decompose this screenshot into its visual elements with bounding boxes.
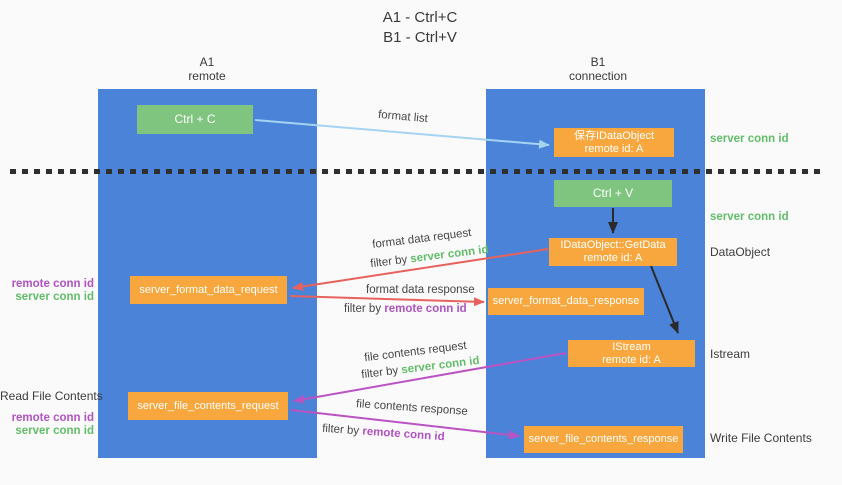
server-conn-id-label: server conn id: [15, 291, 94, 303]
lane-header-a1: A1 remote: [137, 55, 277, 83]
left-conn-id-pair-file: remote conn id server conn id: [0, 412, 94, 438]
node-ctrl-c-label: Ctrl + C: [174, 112, 216, 126]
node-server-format-data-response: server_format_data_response: [488, 288, 644, 315]
node-istream-line2: remote id: A: [602, 353, 661, 366]
read-file-contents-label: Read File Contents: [0, 389, 103, 403]
node-save-idataobject-line2: remote id: A: [584, 142, 644, 155]
node-save-idataobject-line1: 保存IDataObject: [573, 129, 655, 142]
filter-by-text: filter by: [360, 364, 403, 382]
node-idataobject-getdata-line1: IDataObject::GetData: [560, 239, 666, 251]
node-istream-line1: IStream: [612, 340, 651, 353]
label-file-contents-response: file contents response: [355, 398, 469, 418]
node-idataobject-getdata: IDataObject::GetData remote id: A: [549, 238, 677, 266]
node-server-file-contents-request: server_file_contents_request: [128, 392, 288, 420]
remote-conn-id-label: remote conn id: [11, 412, 94, 424]
remote-conn-id-text: remote conn id: [361, 425, 445, 444]
server-conn-id-label-mid: server conn id: [710, 211, 789, 223]
label-filter-by-remote-2: filter by remote conn id: [322, 423, 445, 444]
label-format-data-response: format data response: [366, 284, 475, 296]
server-conn-id-label: server conn id: [15, 425, 94, 437]
node-server-format-data-request-label: server_format_data_request: [139, 283, 278, 296]
write-file-contents-label: Write File Contents: [710, 431, 812, 445]
remote-conn-id-label: remote conn id: [11, 278, 94, 290]
left-conn-id-pair-format: remote conn id server conn id: [0, 278, 94, 304]
node-istream: IStream remote id: A: [568, 340, 695, 367]
istream-label: Istream: [710, 347, 751, 361]
node-server-format-data-response-label: server_format_data_response: [492, 295, 640, 307]
label-filter-by-remote-1: filter by remote conn id: [344, 303, 467, 315]
remote-conn-id-text: remote conn id: [384, 303, 467, 315]
diagram-title-line1: A1 - Ctrl+C: [382, 9, 458, 26]
label-format-list: format list: [377, 108, 429, 126]
node-save-idataobject: 保存IDataObject remote id: A: [554, 128, 674, 157]
diagram-title-line2: B1 - Ctrl+V: [383, 29, 457, 46]
session-divider: [10, 169, 822, 174]
lane-header-b1: B1 connection: [528, 55, 668, 83]
lane-a1-role: remote: [188, 69, 226, 83]
lane-a1-name: A1: [199, 55, 215, 69]
node-ctrl-v: Ctrl + V: [554, 180, 672, 207]
server-conn-id-label-top: server conn id: [710, 133, 789, 145]
server-conn-id-text: server conn id: [409, 243, 490, 266]
node-server-file-contents-request-label: server_file_contents_request: [137, 399, 279, 412]
lane-b1-name: B1: [590, 55, 606, 69]
arrow-format-data-response: [289, 295, 485, 307]
filter-by-text: filter by: [369, 253, 412, 271]
node-ctrl-v-label: Ctrl + V: [592, 186, 634, 200]
lane-b1-role: connection: [568, 69, 628, 83]
node-server-file-contents-response-label: server_file_contents_response: [528, 433, 679, 445]
node-server-format-data-request: server_format_data_request: [130, 276, 287, 304]
node-ctrl-c: Ctrl + C: [137, 105, 253, 134]
filter-by-text: filter by: [344, 303, 385, 315]
dataobject-label: DataObject: [710, 245, 771, 259]
node-idataobject-getdata-line2: remote id: A: [583, 252, 643, 264]
filter-by-text: filter by: [321, 422, 363, 438]
node-server-file-contents-response: server_file_contents_response: [524, 426, 683, 453]
